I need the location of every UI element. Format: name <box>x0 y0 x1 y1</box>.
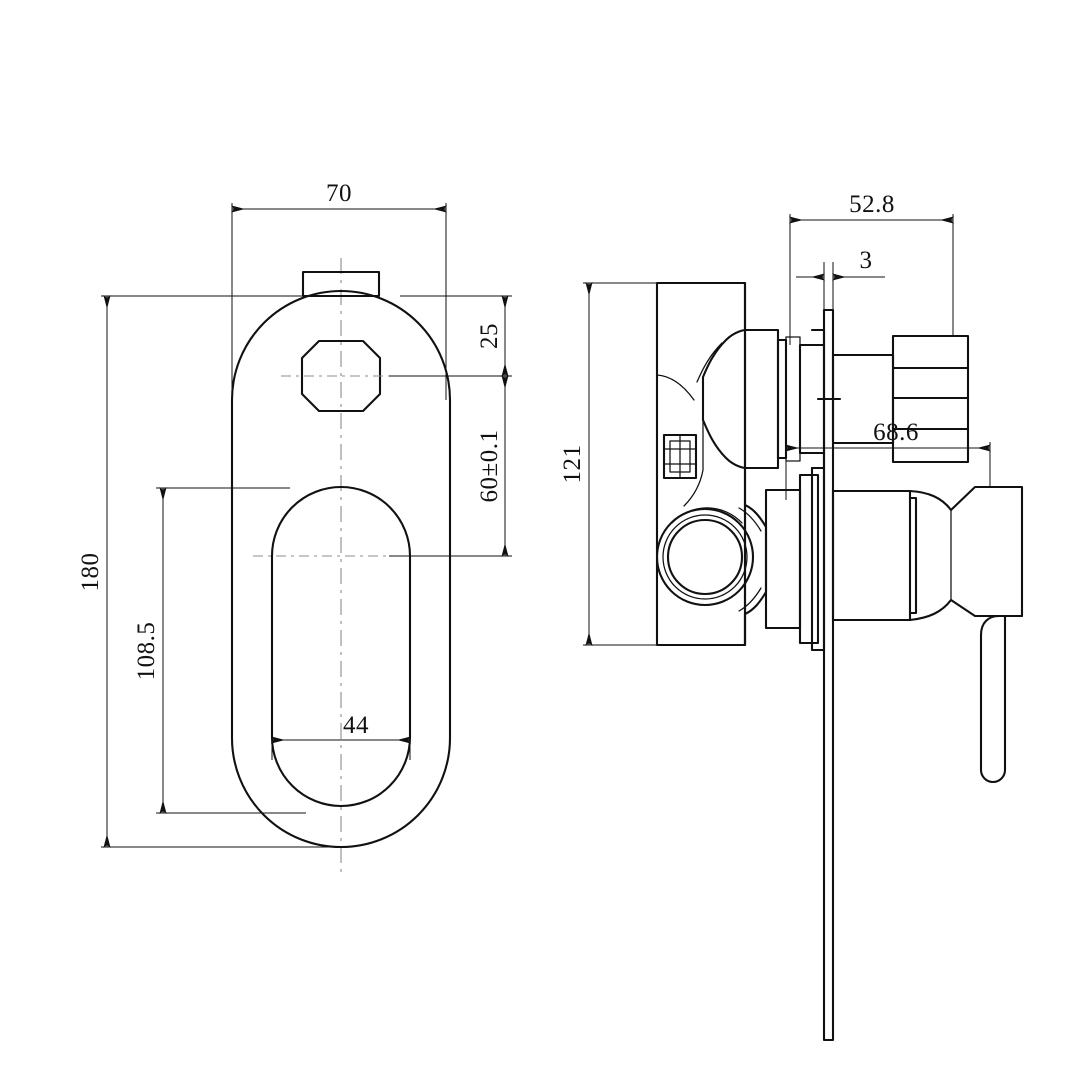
side-view-dimensions: 52.8 3 121 68.6 <box>559 191 991 646</box>
dim-label-3: 3 <box>860 247 873 274</box>
dim-label-25: 25 <box>476 323 503 349</box>
handle-hub <box>831 489 912 622</box>
diverter-knob <box>891 334 970 464</box>
lower-cartridge-flange <box>810 466 826 652</box>
front-view-dimensions: 70 25 60±0.1 180 108.5 44 <box>77 180 512 848</box>
upper-stem-step-top <box>810 328 826 347</box>
dim-label-68-6: 68.6 <box>873 419 919 446</box>
lower-cartridge-fillet-inner-2 <box>738 587 762 612</box>
dim-label-70: 70 <box>326 180 352 207</box>
handle-hub-ring <box>908 496 918 615</box>
upper-left-fillet <box>656 374 695 401</box>
lower-cartridge-body <box>764 488 802 630</box>
dim-label-60: 60±0.1 <box>476 430 503 503</box>
dim-label-52-8: 52.8 <box>849 191 895 218</box>
wall-plate <box>822 308 835 1042</box>
lever-handle-arm <box>979 614 1024 784</box>
upper-fillet-inner-line <box>702 329 746 378</box>
dim-label-108-5: 108.5 <box>133 622 160 681</box>
upper-cartridge-body <box>743 328 780 470</box>
upper-fillet-inner-line-2 <box>696 342 723 383</box>
side-view-geometry <box>655 281 1024 1042</box>
circular-port-boss <box>655 507 755 607</box>
lower-cartridge-fillet <box>743 503 768 647</box>
lever-handle-body <box>908 485 1024 622</box>
upper-seal-pack <box>785 336 801 462</box>
square-port-fitting <box>662 433 698 480</box>
front-view-geometry <box>230 258 452 878</box>
faceplate-outline <box>230 289 452 849</box>
octagonal-diverter-hole <box>300 339 382 413</box>
lower-inner-fillet <box>683 419 704 507</box>
upper-stem-step-bottom <box>810 451 826 470</box>
upper-cartridge-collar <box>776 338 788 460</box>
dim-label-121: 121 <box>559 445 586 484</box>
lower-cartridge-fillet-inner <box>738 507 762 532</box>
dim-label-44: 44 <box>343 712 369 739</box>
dim-label-180: 180 <box>77 553 104 592</box>
faceplate-top-tab <box>301 270 381 298</box>
lower-cartridge-collar <box>798 473 820 645</box>
